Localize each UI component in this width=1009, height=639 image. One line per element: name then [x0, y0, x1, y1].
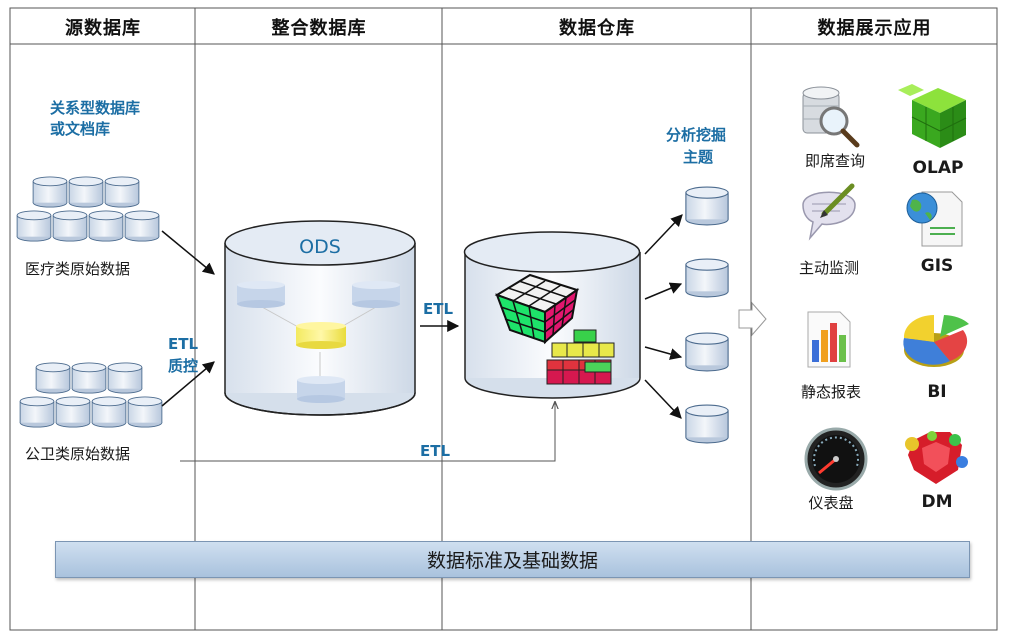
app-label-adhoc-query: 即席查询 — [804, 152, 865, 170]
database-search-icon — [802, 86, 860, 148]
stacked-cubes-icon — [546, 329, 615, 385]
column-header-ods: 整合数据库 — [271, 17, 367, 39]
medical-data-label: 医疗类原始数据 — [25, 260, 131, 278]
ods-source-table-left — [237, 281, 285, 308]
column-header-apps: 数据展示应用 — [817, 17, 932, 39]
column-header-warehouse: 数据仓库 — [559, 17, 635, 39]
to-apps-arrow — [738, 301, 767, 337]
ods-integrated-table — [296, 322, 346, 349]
data-warehouse-cylinder — [463, 231, 641, 399]
app-label-static-report: 静态报表 — [800, 383, 861, 401]
etl-label: ETL — [423, 300, 454, 318]
topic-cylinders — [685, 186, 729, 444]
public-health-data-cylinders — [19, 362, 163, 428]
topics-line1: 分析挖掘 — [666, 126, 727, 144]
app-label-dm: DM — [921, 492, 953, 512]
app-label-bi: BI — [927, 382, 947, 402]
source-note-line1: 关系型数据库 — [50, 99, 141, 117]
app-label-olap: OLAP — [912, 158, 964, 178]
public-to-ods-arrow — [161, 361, 215, 407]
topic-cylinder — [685, 186, 729, 226]
rubik-cube-icon — [494, 273, 580, 345]
app-label-active-monitoring: 主动监测 — [798, 259, 859, 277]
column-header-source: 源数据库 — [65, 17, 141, 39]
globe-map-icon — [906, 191, 963, 247]
medical-data-cylinders — [16, 176, 160, 242]
source-note-line2: 或文档库 — [50, 120, 111, 138]
bar-chart-report-icon — [807, 311, 851, 368]
topic-cylinder — [685, 332, 729, 372]
green-cube-icon — [898, 84, 967, 148]
data-standards-banner: 数据标准及基础数据 — [55, 541, 970, 578]
app-label-dashboard: 仪表盘 — [808, 494, 854, 512]
etl-qc-line1: ETL — [168, 335, 199, 353]
etl-qc-line2: 质控 — [168, 357, 199, 375]
topic-arrows — [644, 214, 683, 419]
bottom-etl-label: ETL — [420, 442, 451, 460]
outer-frame — [9, 7, 998, 631]
medical-to-ods-arrow — [161, 230, 215, 275]
direct-etl-path — [180, 402, 555, 462]
gem-icon — [905, 431, 968, 484]
ods-label: ODS — [299, 236, 341, 258]
topic-cylinder — [685, 258, 729, 298]
topic-cylinder — [685, 404, 729, 444]
pie-chart-icon — [903, 315, 969, 367]
ods-output-table — [297, 376, 345, 403]
public-health-data-label: 公卫类原始数据 — [25, 445, 131, 463]
speech-bubble-pen-icon — [802, 183, 856, 241]
ods-cylinder — [224, 220, 416, 416]
app-label-gis: GIS — [920, 256, 954, 276]
ods-source-table-right — [352, 281, 400, 308]
speedometer-icon — [804, 427, 868, 491]
topics-line2: 主题 — [683, 148, 714, 166]
